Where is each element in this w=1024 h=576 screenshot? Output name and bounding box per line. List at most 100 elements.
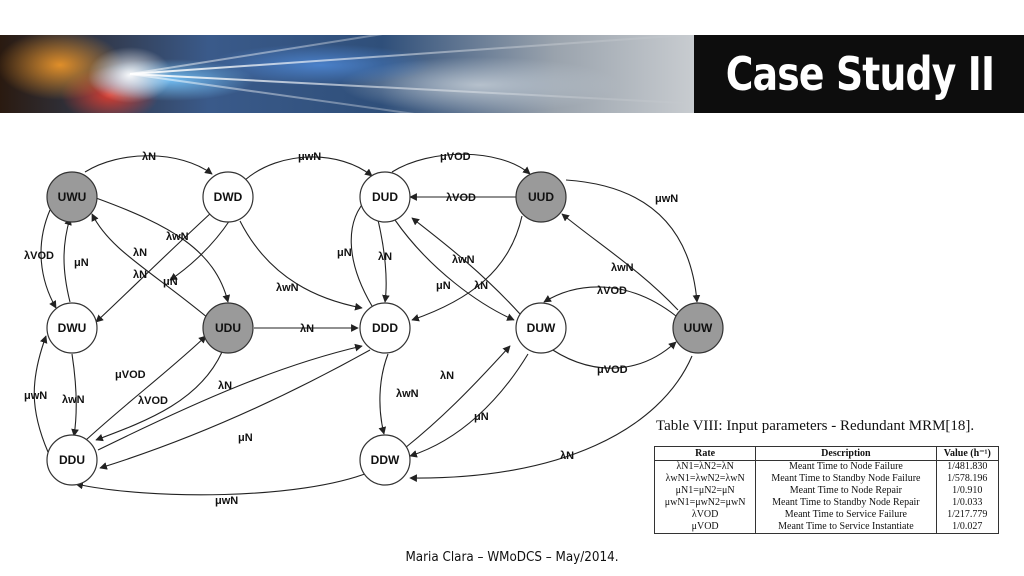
label-dwd-dud: μwN [298, 151, 321, 163]
edge-ddd-ddu [99, 349, 371, 470]
label-ddw-duw: λN [440, 370, 454, 382]
edge-dwu-uwu [63, 217, 72, 303]
rate-cell: μwN1=μwN2=μwN [654, 497, 757, 509]
node-label: DDU [59, 453, 85, 467]
label-dwd-udu: μN [163, 276, 178, 288]
node-label: UUD [528, 190, 554, 204]
label-udu-ddu: λVOD [138, 395, 168, 407]
node-label: UWU [58, 190, 87, 204]
state-node-duw: DUW [515, 302, 567, 354]
label-udu-uwu: λN [133, 247, 147, 259]
value-cell: 1/0.033 [936, 497, 1000, 509]
edge-uud-uuw [565, 179, 701, 303]
value-cell: 1/481.830 [936, 460, 1000, 473]
banner-image [0, 35, 694, 113]
label-uwu-udu: λN [133, 269, 147, 281]
rate-cell: λN1=λN2=λN [654, 460, 757, 473]
label-dwd-ddd: λwN [276, 282, 299, 294]
description-cell: Meant Time to Node Repair [755, 485, 937, 497]
label-ddd-ddu: μN [238, 432, 253, 444]
state-node-udu: UDU [202, 302, 254, 354]
edge-dud-duw [394, 219, 515, 321]
state-node-uud: UUD [515, 171, 567, 223]
table-row: λVOD Meant Time to Service Failure 1/217… [654, 509, 1000, 521]
edge-dud-uud [391, 153, 531, 175]
label-udu-ddd: λN [300, 323, 314, 335]
edge-uuw-ddw [409, 355, 693, 482]
edge-dwd-dwu [95, 211, 213, 323]
edge-dwd-udu [169, 219, 231, 281]
edge-uwu-udu [95, 197, 231, 303]
edge-duw-ddw [409, 353, 529, 458]
table-row: λN1=λN2=λN Meant Time to Node Failure 1/… [654, 460, 1000, 473]
edge-uwu-dwu [40, 209, 57, 309]
edge-ddu-dwu [33, 335, 49, 453]
state-node-dwd: DWD [202, 171, 254, 223]
edge-dwd-ddd [239, 220, 363, 311]
edge-dud-ddd [377, 219, 390, 303]
edge-ddd-ddw [378, 353, 389, 435]
node-label: DUW [527, 321, 556, 335]
edges [33, 153, 701, 496]
label-ddu-udu: μVOD [115, 369, 146, 381]
state-node-uuw: UUW [672, 302, 724, 354]
label-duw-ddw: μN [474, 411, 489, 423]
state-node-dud: DUD [359, 171, 411, 223]
header-banner: Case Study II [0, 35, 1024, 113]
column-header: Description [755, 446, 937, 461]
label-duw-uuw: μVOD [597, 364, 628, 376]
table-row: λwN1=λwN2=λwN Meant Time to Standby Node… [654, 473, 1000, 485]
value-cell: 1/0.910 [936, 485, 1000, 497]
table-row: μN1=μN2=μN Meant Time to Node Repair 1/0… [654, 485, 1000, 497]
value-cell: 1/217.779 [936, 509, 1000, 521]
table-row: μVOD Meant Time to Service Instantiate 1… [654, 521, 1000, 534]
node-label: DDW [371, 453, 400, 467]
label-ddu-ddd: λN [218, 380, 232, 392]
edge-dwu-ddu [71, 353, 79, 437]
parameters-table: Rate Description Value (h⁻¹) λN1=λN2=λN … [654, 446, 1000, 534]
edge-ddu-udu [85, 335, 207, 441]
state-node-uwu: UWU [46, 171, 98, 223]
description-cell: Meant Time to Service Instantiate [755, 521, 937, 534]
state-node-ddw: DDW [359, 434, 411, 486]
state-diagram: λN μwN μVOD λVOD μwN λVOD μN λN λwN λN μ… [24, 151, 724, 507]
node-label: UDU [215, 321, 241, 335]
label-uuw-uud: λwN [611, 262, 634, 274]
value-cell: 1/578.196 [936, 473, 1000, 485]
label-dud-uud: μVOD [440, 151, 471, 163]
edge-ddw-duw [404, 345, 511, 449]
label-dud-duw: μN [436, 280, 451, 292]
edge-ddu-ddd [97, 343, 363, 451]
label-dwd-dwu: λwN [166, 231, 189, 243]
edge-uwu-dwd [84, 155, 213, 175]
node-label: DDD [372, 321, 398, 335]
edge-uuw-duw [543, 286, 677, 317]
label-uud-ddd: λN [474, 280, 488, 292]
value-cell: 1/0.027 [936, 521, 1000, 534]
state-node-dwu: DWU [46, 302, 98, 354]
edge-duw-dud [411, 217, 521, 315]
label-ddw-ddu: μwN [215, 495, 238, 507]
label-ddu-dwu: μwN [24, 390, 47, 402]
table-header-row: Rate Description Value (h⁻¹) [654, 446, 1000, 461]
label-uwu-dwu: λVOD [24, 250, 54, 262]
slide-footer: Maria Clara – WMoDCS – May/2014. [405, 550, 619, 565]
label-uuw-duw: λVOD [597, 285, 627, 297]
node-label: DWU [58, 321, 87, 335]
description-cell: Meant Time to Standby Node Repair [755, 497, 937, 509]
edge-uud-ddd [411, 215, 523, 322]
label-uwu-dwd: λN [142, 151, 156, 163]
slide-title: Case Study II [725, 47, 995, 101]
edge-duw-uuw [543, 341, 677, 369]
rate-cell: μN1=μN2=μN [654, 485, 757, 497]
label-uuw-ddw: λN [560, 450, 574, 462]
table-caption: Table VIII: Input parameters - Redundant… [656, 418, 975, 434]
table-row: μwN1=μwN2=μwN Meant Time to Standby Node… [654, 497, 1000, 509]
edge-udu-uwu [91, 213, 209, 319]
edge-ddw-ddu [75, 471, 371, 496]
rate-cell: μVOD [654, 521, 757, 534]
label-dud-ddd: λN [378, 251, 392, 263]
label-uud-dud: λVOD [446, 192, 476, 204]
column-header: Rate [654, 446, 757, 461]
description-cell: Meant Time to Standby Node Failure [755, 473, 937, 485]
